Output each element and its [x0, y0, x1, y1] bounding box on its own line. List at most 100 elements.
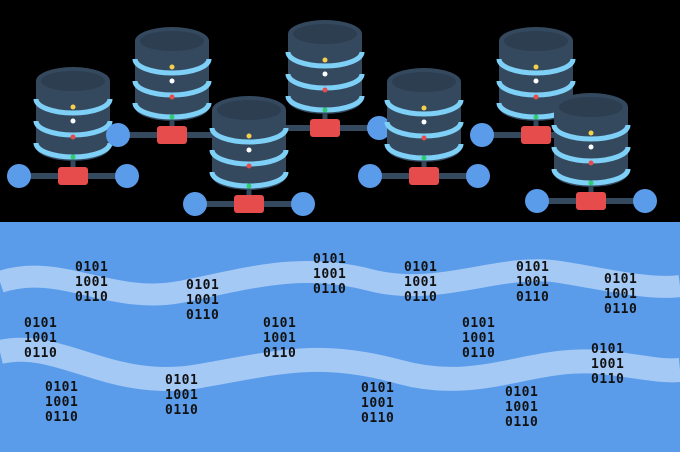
database-top-inner	[504, 31, 568, 51]
status-light-icon	[70, 134, 76, 140]
binary-code-line: 0110	[361, 411, 395, 426]
status-light-icon	[169, 78, 175, 84]
status-light-icon	[588, 180, 594, 186]
network-node	[358, 164, 382, 188]
status-light-icon	[588, 130, 594, 136]
status-light-icon	[246, 147, 252, 153]
wave-band-lower	[0, 337, 680, 391]
binary-code-line: 0110	[604, 302, 638, 317]
network-node	[7, 164, 31, 188]
binary-code-line: 1001	[404, 275, 438, 290]
database-top-inner	[140, 31, 204, 51]
status-light-icon	[246, 163, 252, 169]
status-light-icon	[588, 160, 594, 166]
binary-code-line: 0101	[24, 316, 58, 331]
database-top-inner	[392, 72, 456, 92]
wave-band-upper	[0, 259, 680, 306]
binary-code-line: 0101	[404, 260, 438, 275]
status-light-icon	[169, 94, 175, 100]
binary-code-line: 1001	[24, 331, 58, 346]
status-light-icon	[322, 71, 328, 77]
binary-code-line: 1001	[45, 395, 79, 410]
network-node	[633, 189, 657, 213]
binary-code-line: 1001	[505, 400, 539, 415]
network-node	[183, 192, 207, 216]
status-light-icon	[533, 94, 539, 100]
network-plug	[521, 126, 551, 144]
database-top-inner	[41, 71, 105, 91]
binary-code-line: 0101	[505, 385, 539, 400]
database-stripe	[285, 51, 365, 69]
status-light-icon	[322, 57, 328, 63]
binary-code-line: 1001	[361, 396, 395, 411]
database-stripe	[132, 58, 212, 76]
network-node	[291, 192, 315, 216]
binary-code-line: 0101	[604, 272, 638, 287]
database-server	[525, 93, 657, 213]
binary-code-line: 0101	[462, 316, 496, 331]
database-stripe	[384, 99, 464, 117]
network-plug	[58, 167, 88, 185]
binary-code-line: 0101	[313, 252, 347, 267]
status-light-icon	[421, 155, 427, 161]
binary-code-line: 0110	[186, 308, 220, 323]
network-node	[106, 123, 130, 147]
database-stripe	[33, 98, 113, 116]
binary-code-line: 0101	[263, 316, 297, 331]
network-plug	[157, 126, 187, 144]
network-plug	[409, 167, 439, 185]
status-light-icon	[70, 154, 76, 160]
status-light-icon	[169, 114, 175, 120]
database-server	[358, 68, 490, 188]
status-light-icon	[70, 104, 76, 110]
status-light-icon	[246, 133, 252, 139]
water-background	[0, 222, 680, 452]
binary-code-line: 0101	[361, 381, 395, 396]
database-stripe	[551, 124, 631, 142]
status-light-icon	[421, 105, 427, 111]
binary-code-line: 0110	[516, 290, 550, 305]
status-light-icon	[421, 135, 427, 141]
binary-code-line: 1001	[591, 357, 625, 372]
binary-code-line: 0101	[516, 260, 550, 275]
network-plug	[576, 192, 606, 210]
network-plug	[234, 195, 264, 213]
database-top-inner	[559, 97, 623, 117]
binary-code-line: 1001	[165, 388, 199, 403]
binary-code-line: 0101	[45, 380, 79, 395]
binary-code-line: 0110	[75, 290, 109, 305]
status-light-icon	[421, 119, 427, 125]
binary-code-line: 1001	[462, 331, 496, 346]
database-stripe	[209, 127, 289, 145]
database-top-inner	[217, 100, 281, 120]
binary-code-line: 0101	[75, 260, 109, 275]
status-light-icon	[533, 64, 539, 70]
status-light-icon	[533, 78, 539, 84]
status-light-icon	[533, 114, 539, 120]
binary-code-line: 0110	[263, 346, 297, 361]
network-node	[525, 189, 549, 213]
binary-code-line: 1001	[604, 287, 638, 302]
status-light-icon	[169, 64, 175, 70]
database-stripe	[496, 58, 576, 76]
binary-code-line: 0110	[313, 282, 347, 297]
status-light-icon	[322, 107, 328, 113]
network-node	[466, 164, 490, 188]
binary-code-line: 1001	[516, 275, 550, 290]
binary-code-line: 0101	[165, 373, 199, 388]
binary-code-line: 0101	[591, 342, 625, 357]
